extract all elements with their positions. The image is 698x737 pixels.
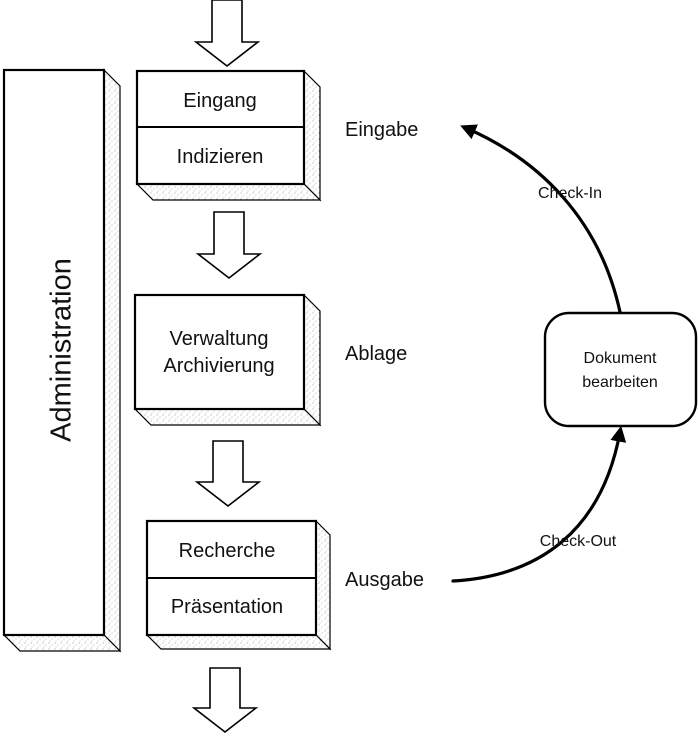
storage-line-archivierung: Archivierung: [163, 355, 274, 377]
input-row-indizieren: Indizieren: [177, 146, 264, 168]
output-stage-label: Ausgabe: [345, 569, 424, 591]
input-row-eingang: Eingang: [183, 90, 256, 112]
check-in-label: Check-In: [538, 185, 602, 202]
storage-stage-box: Verwaltung Archivierung: [133, 293, 322, 427]
flow-arrow-storage-to-output: [194, 440, 262, 508]
output-row-praesentation: Präsentation: [171, 596, 283, 618]
flow-arrow-input-to-storage: [195, 211, 263, 280]
flow-arrow-bottom: [191, 667, 259, 734]
storage-stage-label: Ablage: [345, 343, 407, 365]
flow-arrow-top: [193, 0, 261, 68]
input-stage-box: Eingang Indizieren: [135, 69, 322, 202]
check-in-curve: [460, 124, 622, 314]
output-row-recherche: Recherche: [179, 540, 276, 562]
output-stage-box: Recherche Präsentation: [145, 519, 332, 651]
document-edit-node: Dokument bearbeiten: [543, 311, 698, 428]
input-stage-label: Eingabe: [345, 119, 418, 141]
administration-bar: Administration: [2, 68, 122, 653]
check-out-curve: [451, 425, 627, 583]
storage-line-verwaltung: Verwaltung: [170, 328, 269, 350]
check-out-label: Check-Out: [540, 533, 617, 550]
administration-label: Administration: [46, 258, 78, 442]
document-edit-line-1: Dokument: [584, 350, 657, 367]
document-edit-line-2: bearbeiten: [582, 374, 658, 391]
